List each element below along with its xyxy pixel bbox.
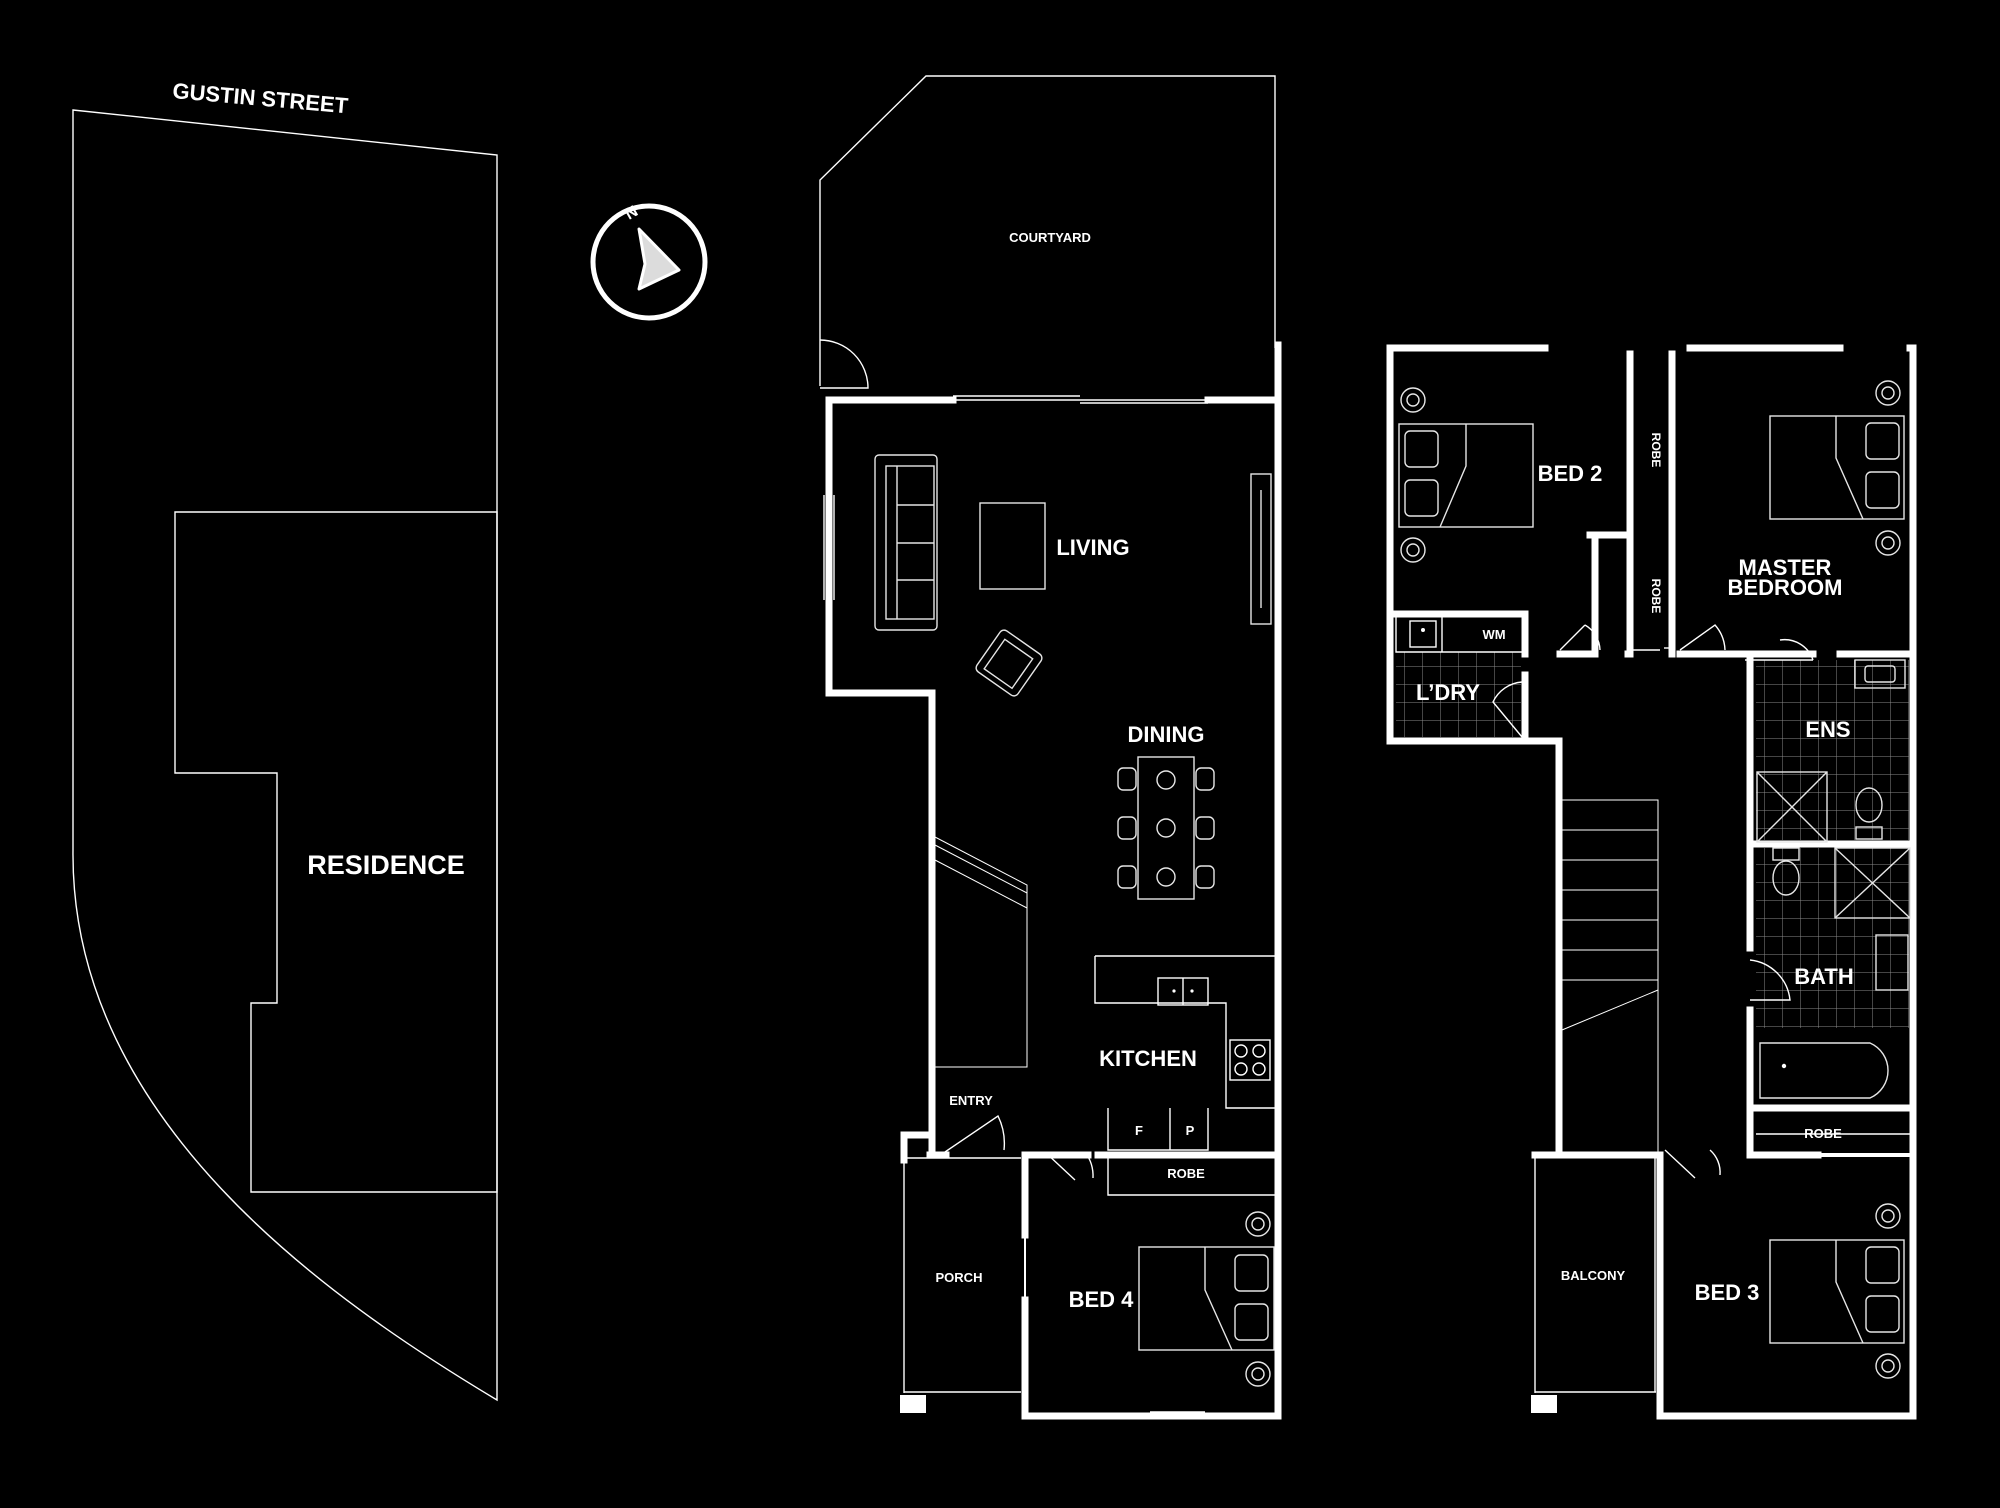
armchair bbox=[975, 629, 1043, 697]
bed3-bed bbox=[1769, 1203, 1905, 1379]
first-floor-plan: BED 2 ROBE ROBE MASTER BEDROOM WM L’DRY … bbox=[1386, 344, 1917, 1420]
robe-b-label: ROBE bbox=[1649, 579, 1663, 614]
site-boundary bbox=[72, 109, 498, 1402]
robe-a-label: ROBE bbox=[1649, 433, 1663, 468]
fridge-label: F bbox=[1135, 1123, 1143, 1138]
entry-label: ENTRY bbox=[949, 1093, 993, 1108]
residence-footprint bbox=[174, 511, 498, 1193]
bed3-label: BED 3 bbox=[1695, 1280, 1760, 1305]
porch-label: PORCH bbox=[936, 1270, 983, 1285]
bed4-label: BED 4 bbox=[1069, 1287, 1135, 1312]
wm-label: WM bbox=[1482, 627, 1505, 642]
street-label: GUSTIN STREET bbox=[172, 78, 350, 118]
dining-table bbox=[1117, 756, 1215, 900]
residence-label: RESIDENCE bbox=[307, 850, 465, 880]
balcony-label: BALCONY bbox=[1561, 1268, 1626, 1283]
coffee-table bbox=[979, 502, 1046, 590]
dining-label: DINING bbox=[1128, 722, 1205, 747]
courtyard-outline bbox=[819, 75, 1276, 383]
bed4-bed bbox=[1138, 1211, 1275, 1387]
ground-floor-walls bbox=[825, 396, 957, 1137]
courtyard-label: COURTYARD bbox=[1009, 230, 1091, 245]
ground-floor-plan: COURTYARD LIVING DINING KITCHEN F P ENTR… bbox=[819, 75, 1282, 1420]
robe-c-label: ROBE bbox=[1804, 1126, 1842, 1141]
living-label: LIVING bbox=[1056, 535, 1129, 560]
ensuite-label: ENS bbox=[1805, 717, 1850, 742]
ground-stairs bbox=[934, 836, 1028, 1068]
kitchen-label: KITCHEN bbox=[1099, 1046, 1197, 1071]
pantry-label: P bbox=[1186, 1123, 1195, 1138]
compass: N bbox=[590, 203, 708, 321]
first-stairs bbox=[1561, 799, 1659, 1155]
site-plan: GUSTIN STREET RESIDENCE bbox=[72, 78, 498, 1402]
bed2-bed bbox=[1398, 387, 1534, 563]
master-label-line2: BEDROOM bbox=[1728, 575, 1843, 600]
courtyard-gate bbox=[819, 339, 869, 389]
north-arrow-icon bbox=[637, 227, 681, 291]
compass-ring bbox=[590, 203, 708, 321]
bed2-label: BED 2 bbox=[1538, 461, 1603, 486]
master-bed bbox=[1769, 380, 1905, 556]
robe-bed4-label: ROBE bbox=[1167, 1166, 1205, 1181]
tv-unit bbox=[1250, 473, 1272, 625]
master-label-line1: MASTER bbox=[1739, 555, 1832, 580]
bath-label: BATH bbox=[1794, 964, 1853, 989]
laundry-label: L’DRY bbox=[1416, 680, 1480, 705]
first-floor-walls bbox=[1386, 344, 1563, 1136]
sofa bbox=[874, 454, 938, 631]
